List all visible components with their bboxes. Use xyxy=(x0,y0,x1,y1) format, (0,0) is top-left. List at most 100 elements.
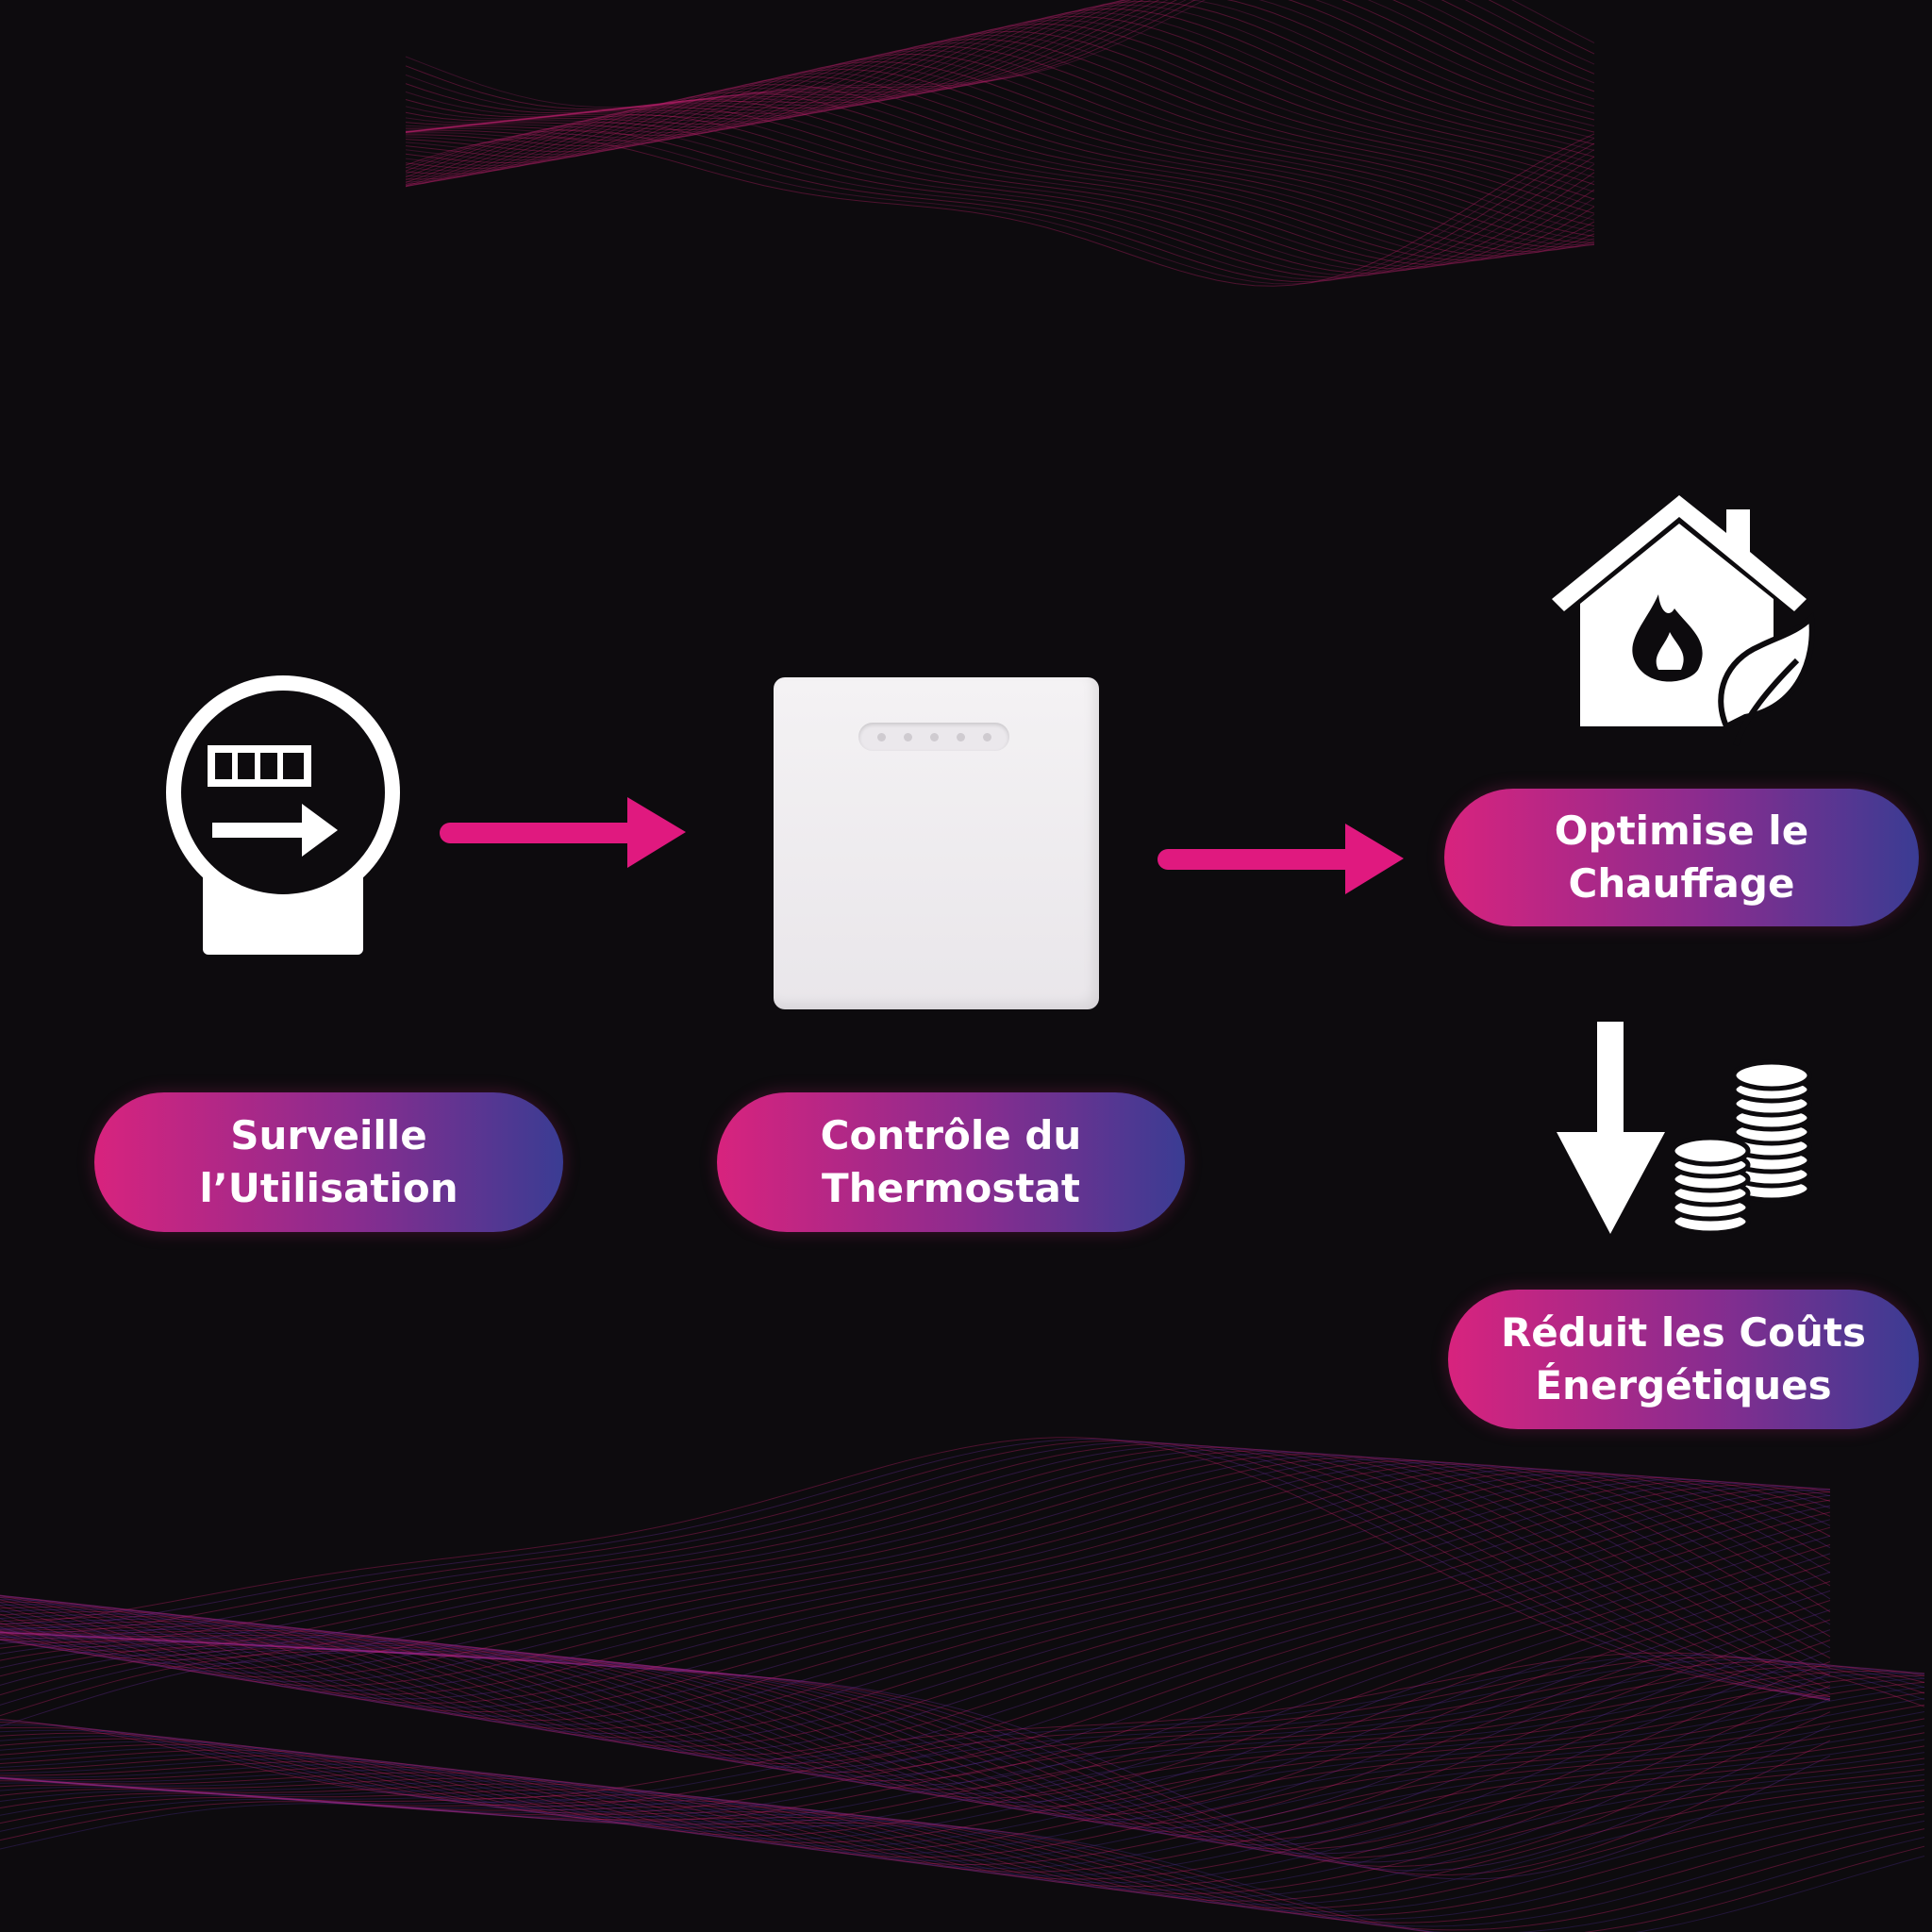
wave-line-top xyxy=(405,0,1595,139)
wave-line-top xyxy=(405,99,1595,265)
thermostat-device xyxy=(774,677,1099,1009)
wave-line-bottom xyxy=(0,1640,1831,1841)
wave-line-bottom xyxy=(0,1641,1831,1846)
wave-line-bottom xyxy=(0,1572,1831,1812)
wave-line-bottom xyxy=(0,1459,1831,1687)
wave-line-bottom xyxy=(0,1562,1831,1807)
wave-line-bottom xyxy=(0,1478,1831,1735)
wave-line-top xyxy=(405,133,1595,285)
wave-line-bottom xyxy=(0,1752,1925,1884)
wave-line-bottom xyxy=(0,1450,1831,1690)
wave-line-bottom xyxy=(0,1457,1831,1678)
wave-line-top xyxy=(405,103,1595,268)
house-flame-leaf-icon xyxy=(1552,495,1815,746)
wave-line-top xyxy=(405,8,1595,158)
wave-line-bottom xyxy=(0,1487,1831,1756)
wave-line-bottom xyxy=(0,1458,1831,1683)
wave-line-top xyxy=(405,12,1595,164)
wave-line-top xyxy=(406,38,1595,214)
wave-line-bottom xyxy=(0,1609,1831,1829)
wave-line-bottom xyxy=(0,1658,1925,1811)
wave-line-top xyxy=(405,0,1595,120)
wave-line-bottom xyxy=(0,1535,1831,1794)
wave-line-bottom xyxy=(0,1691,1925,1851)
wave-line-bottom xyxy=(0,1782,1925,1906)
wave-line-top xyxy=(405,129,1595,283)
electric-meter-icon xyxy=(166,675,400,955)
wave-line-bottom xyxy=(0,1494,1831,1769)
wave-line-bottom xyxy=(0,1732,1925,1873)
wave-line-top xyxy=(405,80,1595,255)
flow-arrow-1 xyxy=(440,797,686,868)
wave-line-bottom xyxy=(0,1465,1831,1700)
wave-line-bottom xyxy=(0,1646,1831,1863)
wave-line-bottom xyxy=(0,1484,1831,1747)
wave-line-top xyxy=(405,26,1595,192)
wave-line-bottom xyxy=(0,1763,1925,1890)
wave-line-top xyxy=(405,0,1595,114)
wave-line-bottom xyxy=(0,1649,1831,1872)
wave-line-top xyxy=(405,34,1595,208)
wave-line-bottom xyxy=(0,1486,1831,1752)
wave-line-bottom xyxy=(0,1739,1925,1876)
wave-line-bottom xyxy=(0,1652,1925,1800)
wave-line-bottom xyxy=(0,1629,1831,1838)
wave-line-bottom xyxy=(0,1686,1925,1847)
wave-line-bottom xyxy=(0,1543,1831,1799)
wave-line-top xyxy=(405,57,1595,241)
wave-line-top xyxy=(405,0,1595,118)
wave-line-bottom xyxy=(0,1798,1925,1932)
wave-line-bottom xyxy=(0,1553,1831,1804)
wave-line-top xyxy=(405,73,1595,250)
wave-line-bottom xyxy=(0,1468,1831,1708)
wave-line-top xyxy=(405,4,1595,151)
step-label-line: l’Utilisation xyxy=(199,1165,458,1211)
wave-line-bottom xyxy=(0,1677,1925,1840)
wave-line-bottom xyxy=(0,1704,1925,1858)
wave-line-top xyxy=(405,0,1595,124)
wave-line-bottom xyxy=(0,1642,1831,1850)
wave-line-bottom xyxy=(0,1491,1831,1765)
wave-line-bottom xyxy=(0,1600,1831,1824)
wave-line-bottom xyxy=(0,1681,1925,1843)
flow-arrow-2 xyxy=(1158,824,1404,894)
wave-line-top xyxy=(405,53,1595,237)
wave-line-bottom xyxy=(0,1453,1831,1676)
wave-line-bottom xyxy=(0,1711,1925,1862)
wave-line-bottom xyxy=(0,1674,1925,1837)
wave-line-bottom xyxy=(0,1452,1831,1684)
wave-line-top xyxy=(405,110,1595,272)
wave-line-bottom xyxy=(0,1645,1831,1859)
wave-line-bottom xyxy=(0,1455,1831,1674)
wave-line-top xyxy=(405,114,1595,275)
wave-line-bottom xyxy=(0,1441,1831,1702)
step-label-monitor-usage: Surveille l’Utilisation xyxy=(94,1092,563,1232)
wave-line-bottom xyxy=(0,1670,1925,1829)
wave-line-bottom xyxy=(0,1792,1925,1924)
wave-line-top xyxy=(405,95,1595,263)
wave-line-bottom xyxy=(0,1757,1925,1888)
wave-line-bottom xyxy=(0,1446,1831,1697)
wave-line-bottom xyxy=(0,1475,1831,1725)
wave-line-top xyxy=(405,42,1595,221)
down-arrow-coins-icon xyxy=(1557,1022,1812,1236)
wave-line-top xyxy=(405,0,1595,125)
wave-line-bottom xyxy=(0,1463,1831,1695)
step-label-line: Surveille xyxy=(230,1112,427,1158)
wave-line-top xyxy=(405,107,1595,270)
wave-line-bottom xyxy=(0,1724,1925,1869)
wave-line-top xyxy=(405,0,1595,145)
wave-line-bottom xyxy=(0,1697,1925,1855)
thermostat-led-bar xyxy=(858,723,1009,751)
wave-line-bottom xyxy=(0,1444,1831,1700)
wave-line-bottom xyxy=(0,1657,1925,1807)
step-label-line: Optimise le xyxy=(1554,808,1809,854)
wave-line-top xyxy=(405,46,1595,227)
wave-line-top xyxy=(405,0,1595,112)
wave-line-bottom xyxy=(0,1769,1925,1894)
wave-line-top xyxy=(405,0,1595,122)
